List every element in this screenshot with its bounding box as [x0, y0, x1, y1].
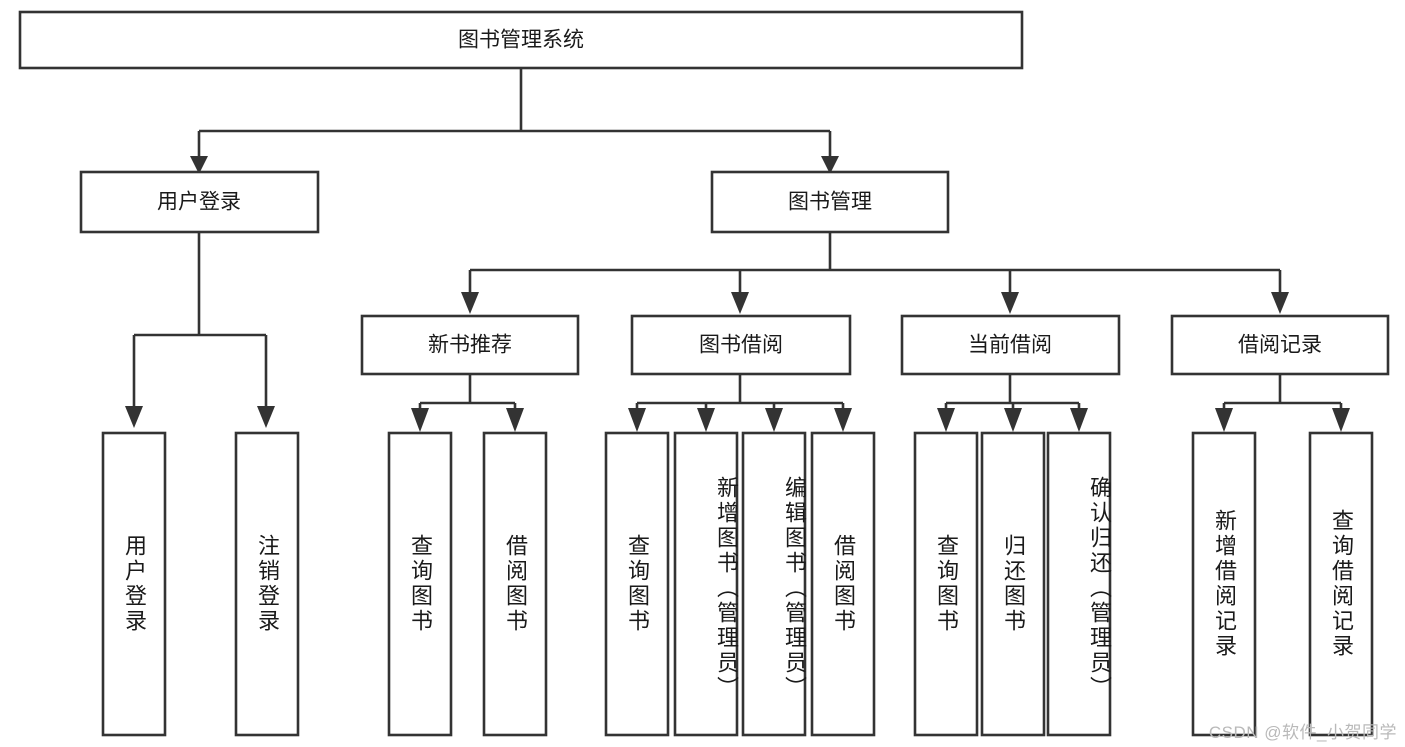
arrow-head-bb-leaf-1: [628, 408, 646, 432]
leaf-box-bb-borrow-book[interactable]: [810, 431, 876, 737]
node-new-book-label: 新书推荐: [428, 334, 512, 357]
leaf-box-cb-confirm-return[interactable]: [1046, 431, 1112, 737]
node-borrow-record-label: 借阅记录: [1238, 334, 1322, 357]
arrow-head-borrow-record: [1271, 292, 1289, 314]
arrow-head-book-mgmt: [821, 156, 839, 174]
node-current-borrow-label: 当前借阅: [968, 334, 1052, 357]
leaf-box-br-add-record[interactable]: [1191, 431, 1257, 737]
arrow-head-leaf-logout: [257, 406, 275, 428]
node-user-login-box[interactable]: [79, 170, 320, 234]
arrow-head-bb-leaf-4: [834, 408, 852, 432]
arrow-head-cb-leaf-1: [937, 408, 955, 432]
arrow-head-book-borrow: [731, 292, 749, 314]
node-book-mgmt-label: 图书管理: [788, 191, 872, 214]
arrow-head-user-login: [190, 156, 208, 174]
arrow-head-cb-leaf-3: [1070, 408, 1088, 432]
node-book-borrow-box[interactable]: [630, 314, 852, 376]
arrow-head-nb-leaf-2: [506, 408, 524, 432]
arrow-head-cb-leaf-2: [1004, 408, 1022, 432]
leaf-box-nb-query-book[interactable]: [387, 431, 453, 737]
node-root-label: 图书管理系统: [458, 29, 584, 52]
arrow-head-br-leaf-2: [1332, 408, 1350, 432]
node-root-box[interactable]: [18, 10, 1024, 70]
node-layer: 图书管理系统 用户登录 图书管理 新书推荐 图书借阅 当前借阅 借阅记录: [18, 10, 1390, 737]
leaf-box-user-login[interactable]: [101, 431, 167, 737]
leaf-box-bb-add-book[interactable]: [673, 431, 739, 737]
leaf-box-cb-query-book[interactable]: [913, 431, 979, 737]
arrow-head-bb-leaf-2: [697, 408, 715, 432]
arrow-head-current-borrow: [1001, 292, 1019, 314]
arrow-head-new-book: [461, 292, 479, 314]
leaf-box-nb-borrow-book[interactable]: [482, 431, 548, 737]
arrow-head-nb-leaf-1: [411, 408, 429, 432]
arrow-head-br-leaf-1: [1215, 408, 1233, 432]
node-book-borrow-label: 图书借阅: [699, 334, 783, 357]
arrow-head-leaf-user-login: [125, 406, 143, 428]
node-user-login-label: 用户登录: [157, 191, 241, 214]
node-new-book-box[interactable]: [360, 314, 580, 376]
node-borrow-record-box[interactable]: [1170, 314, 1390, 376]
node-current-borrow-box[interactable]: [900, 314, 1121, 376]
leaf-box-br-query-record[interactable]: [1308, 431, 1374, 737]
connector-layer: [125, 68, 1350, 432]
leaf-box-bb-edit-book[interactable]: [741, 431, 807, 737]
leaf-box-bb-query-book[interactable]: [604, 431, 670, 737]
leaf-box-cb-return-book[interactable]: [980, 431, 1046, 737]
leaf-box-logout[interactable]: [234, 431, 300, 737]
node-book-mgmt-box[interactable]: [710, 170, 950, 234]
arrow-head-bb-leaf-3: [765, 408, 783, 432]
csdn-watermark: CSDN @软件_小贺同学: [1208, 723, 1397, 742]
